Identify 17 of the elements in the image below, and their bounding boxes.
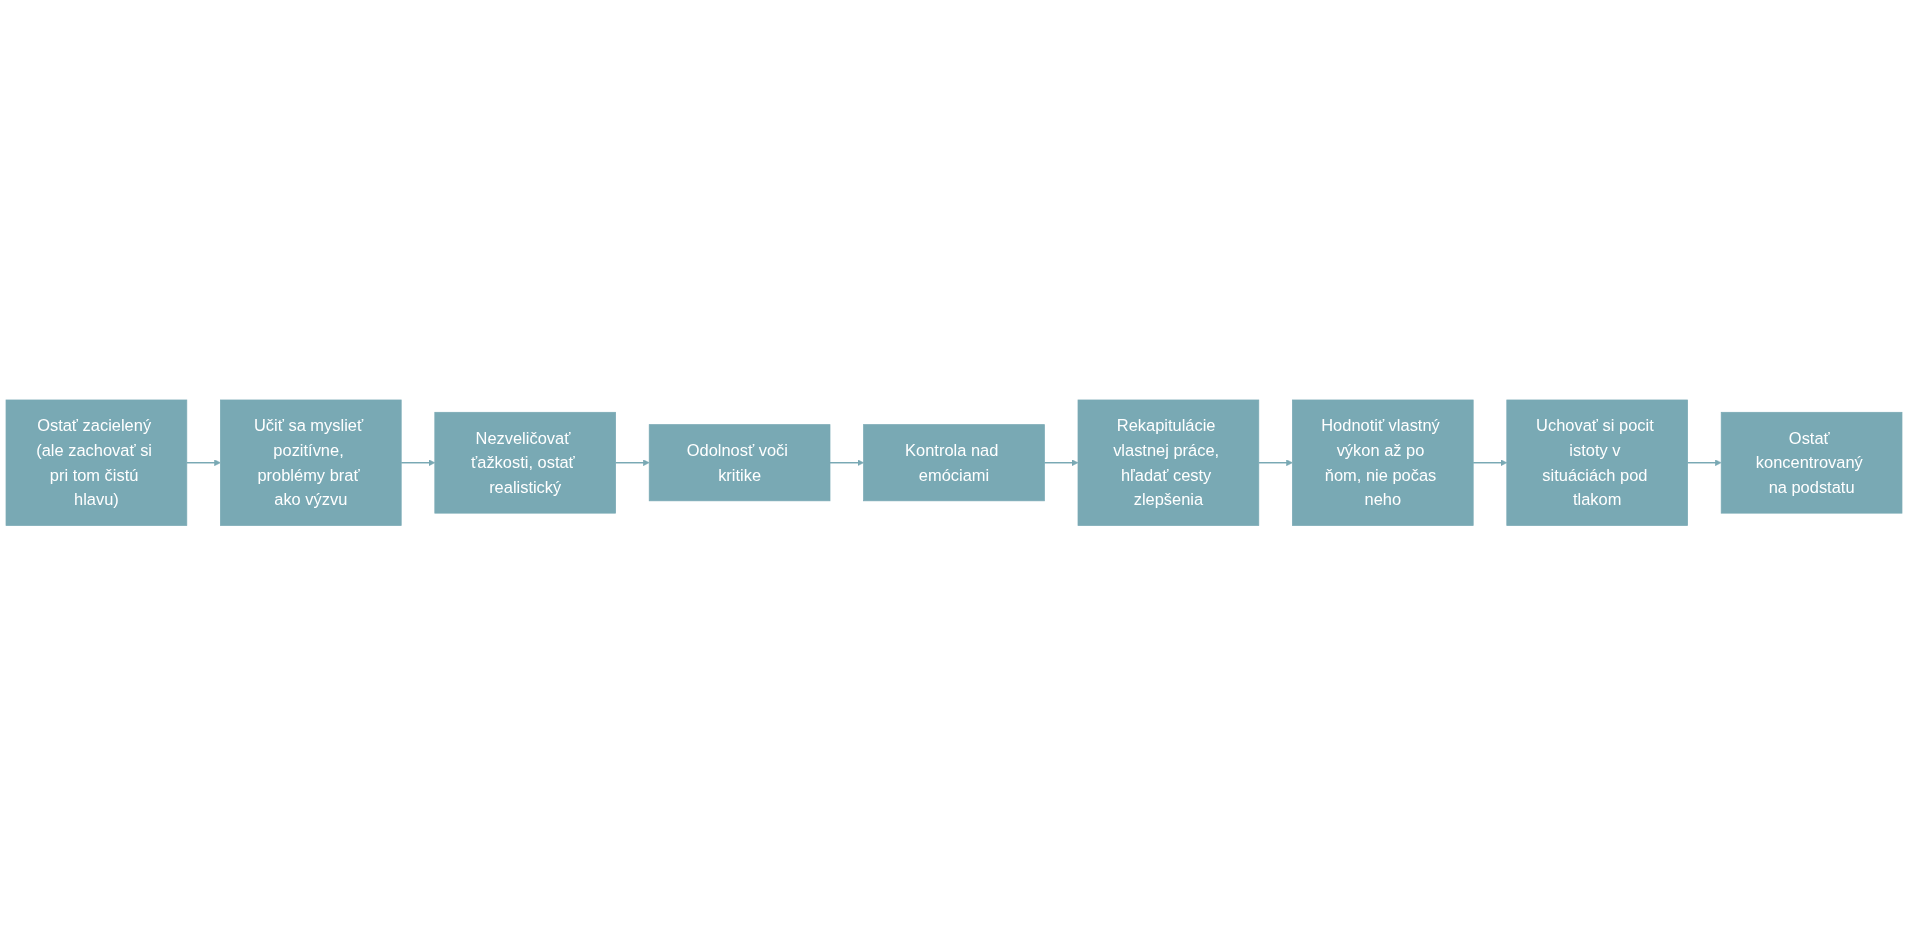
arrow: [1472, 459, 1508, 467]
arrow: [1258, 459, 1293, 467]
arrow: [614, 459, 650, 467]
arrow: [1043, 459, 1079, 467]
node-box: Kontrola nad emóciami: [863, 424, 1045, 502]
node-box: Nezveličovať ťažkosti, ostať realistický: [434, 412, 616, 514]
arrow: [400, 459, 436, 467]
node-box: Ostať koncentrovaný na podstatu: [1720, 412, 1903, 514]
node-box: Odolnosť voči kritike: [648, 424, 831, 502]
node-box: Hodnotiť vlastný výkon až po ňom, nie počas neho: [1292, 399, 1474, 527]
node-box: Uchovať si pocit istoty v situáciách pod tlakom: [1506, 399, 1688, 527]
node-box: Rekapitulácie vlastnej práce, hľadať cesty zlepšenia: [1077, 399, 1260, 527]
arrow: [186, 459, 221, 467]
arrow: [829, 459, 864, 467]
arrow: [1686, 459, 1722, 467]
node-box: Učiť sa myslieť pozitívne, problémy brať ako výzvu: [220, 399, 402, 527]
node-box: Ostať zacielený (ale zachovať si pri tom čistú hlavu): [5, 399, 188, 527]
